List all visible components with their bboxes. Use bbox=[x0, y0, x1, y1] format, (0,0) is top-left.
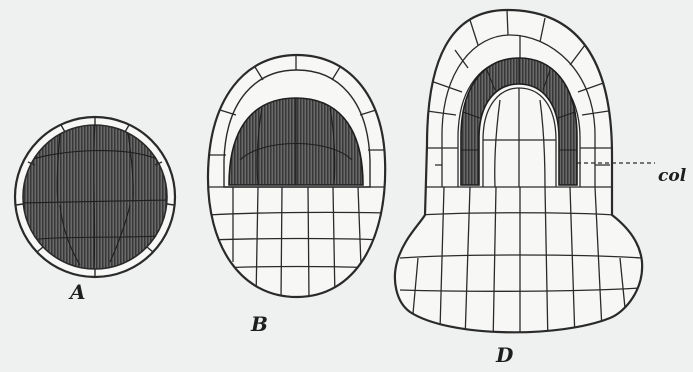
col-label: col bbox=[658, 166, 686, 186]
figure-a-label: A bbox=[70, 280, 86, 304]
figure-b-label: B bbox=[251, 312, 268, 336]
figure-a bbox=[15, 117, 175, 277]
figure-d bbox=[395, 10, 655, 345]
figure-d-label: D bbox=[496, 343, 513, 367]
figure-b bbox=[206, 55, 388, 300]
